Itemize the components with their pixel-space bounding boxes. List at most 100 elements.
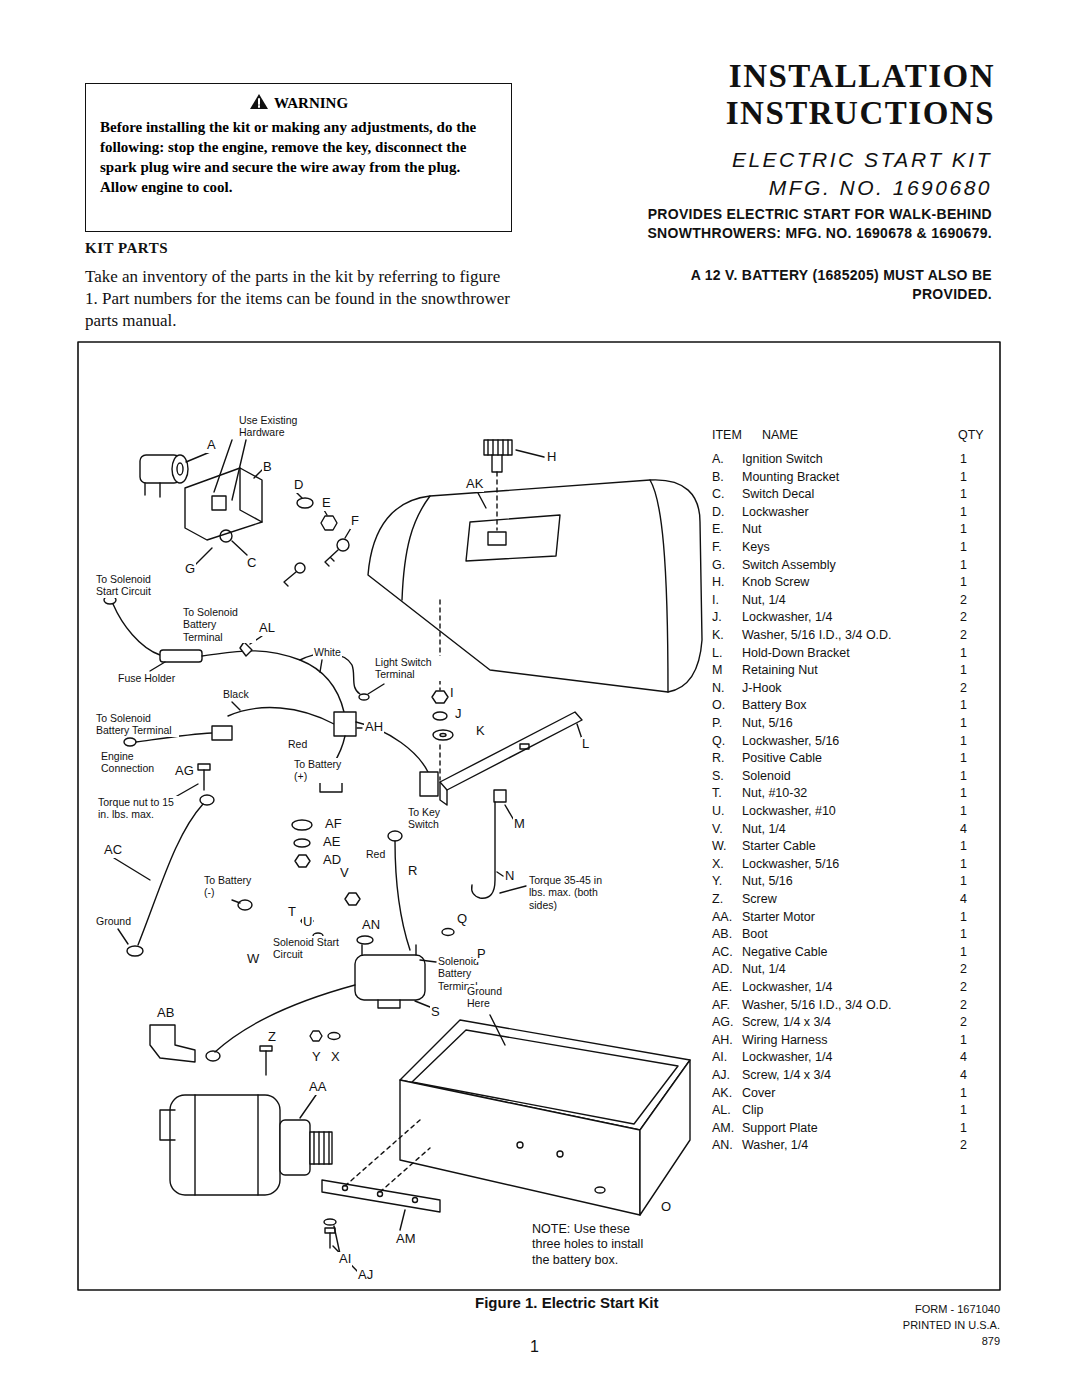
table-cell: L. bbox=[712, 646, 722, 660]
callout-letter: D bbox=[293, 478, 304, 493]
table-cell: 1 bbox=[960, 910, 967, 924]
table-cell: X. bbox=[712, 857, 724, 871]
table-cell: Lockwasher, 1/4 bbox=[742, 610, 832, 624]
callout-letter: K bbox=[475, 724, 486, 739]
callout-note: To Solenoid Battery Terminal bbox=[182, 606, 256, 643]
table-cell: Ignition Switch bbox=[742, 452, 823, 466]
table-cell: Wiring Harness bbox=[742, 1033, 827, 1047]
print-note: PRINTED IN U.S.A. bbox=[903, 1319, 1000, 1332]
table-cell: AC. bbox=[712, 945, 733, 959]
table-cell: AI. bbox=[712, 1050, 727, 1064]
table-cell: Switch Decal bbox=[742, 487, 814, 501]
table-cell: Lockwasher, #10 bbox=[742, 804, 836, 818]
table-cell: AA. bbox=[712, 910, 732, 924]
callout-letter: U bbox=[302, 915, 313, 930]
print-code: 879 bbox=[982, 1335, 1000, 1348]
table-cell: Lockwasher, 1/4 bbox=[742, 980, 832, 994]
callout-letter: Z bbox=[267, 1030, 277, 1045]
callout-note: Use Existing Hardware bbox=[238, 414, 310, 439]
table-cell: S. bbox=[712, 769, 724, 783]
table-cell: Nut, 5/16 bbox=[742, 716, 793, 730]
table-cell: 1 bbox=[960, 751, 967, 765]
table-cell: H. bbox=[712, 575, 725, 589]
table-cell: AJ. bbox=[712, 1068, 730, 1082]
table-cell: 1 bbox=[960, 927, 967, 941]
callout-note: Ground bbox=[95, 915, 132, 927]
callout-letter: AA bbox=[308, 1080, 327, 1095]
table-cell: Knob Screw bbox=[742, 575, 809, 589]
kit-number: MFG. NO. 1690680 bbox=[769, 176, 992, 200]
table-cell: 1 bbox=[960, 646, 967, 660]
table-cell: N. bbox=[712, 681, 725, 695]
callout-letter: O bbox=[660, 1200, 672, 1215]
battery-note: A 12 V. BATTERY (1685205) MUST ALSO BE P… bbox=[662, 266, 992, 304]
callout-note: To Solenoid Start Circuit bbox=[95, 573, 167, 598]
table-cell: AF. bbox=[712, 998, 730, 1012]
callout-letter: AF bbox=[324, 817, 343, 832]
table-cell: 1 bbox=[960, 1086, 967, 1100]
table-cell: C. bbox=[712, 487, 725, 501]
table-cell: K. bbox=[712, 628, 724, 642]
table-cell: 1 bbox=[960, 698, 967, 712]
callout-letter: G bbox=[184, 562, 196, 577]
table-cell: 1 bbox=[960, 716, 967, 730]
callout-letter: F bbox=[350, 514, 360, 529]
table-cell: AM. bbox=[712, 1121, 734, 1135]
callout-letter: AJ bbox=[357, 1268, 374, 1283]
table-cell: Mounting Bracket bbox=[742, 470, 839, 484]
callout-letter: M bbox=[513, 817, 526, 832]
table-cell: 1 bbox=[960, 663, 967, 677]
table-cell: 2 bbox=[960, 980, 967, 994]
callout-letter: AB bbox=[156, 1006, 175, 1021]
callout-letter: X bbox=[330, 1050, 341, 1065]
table-cell: 1 bbox=[960, 452, 967, 466]
callout-note: To Key Switch bbox=[407, 806, 459, 831]
figure-caption: Figure 1. Electric Start Kit bbox=[475, 1294, 658, 1311]
table-cell: 1 bbox=[960, 874, 967, 888]
table-cell: 1 bbox=[960, 470, 967, 484]
table-cell: Q. bbox=[712, 734, 725, 748]
table-cell: Nut, 5/16 bbox=[742, 874, 793, 888]
table-cell: 2 bbox=[960, 610, 967, 624]
callout-note: Solenoid Start Circuit bbox=[272, 936, 354, 961]
callout-note: To Battery (+) bbox=[293, 758, 353, 783]
page-title: INSTALLATION INSTRUCTIONS bbox=[585, 58, 995, 132]
table-cell: A. bbox=[712, 452, 724, 466]
table-cell: 1 bbox=[960, 505, 967, 519]
table-cell: Screw, 1/4 x 3/4 bbox=[742, 1068, 831, 1082]
callout-letter: W bbox=[246, 952, 260, 967]
callout-letter: R bbox=[407, 864, 418, 879]
table-cell: Cover bbox=[742, 1086, 775, 1100]
table-cell: 4 bbox=[960, 822, 967, 836]
table-cell: AE. bbox=[712, 980, 732, 994]
callout-letter: AL bbox=[258, 621, 276, 636]
table-cell: 2 bbox=[960, 593, 967, 607]
table-cell: AL. bbox=[712, 1103, 731, 1117]
callout-note: Ground Here bbox=[466, 985, 518, 1010]
table-cell: 2 bbox=[960, 628, 967, 642]
callout-note: Engine Connection bbox=[100, 750, 172, 775]
callout-letter: AN bbox=[361, 918, 381, 933]
callout-letter: B bbox=[262, 460, 273, 475]
table-cell: 1 bbox=[960, 540, 967, 554]
table-cell: Starter Motor bbox=[742, 910, 815, 924]
table-cell: B. bbox=[712, 470, 724, 484]
callout-note: Red bbox=[287, 738, 308, 750]
table-cell: 1 bbox=[960, 786, 967, 800]
callout-letter: AH bbox=[364, 720, 384, 735]
table-cell: Positive Cable bbox=[742, 751, 822, 765]
table-cell: 4 bbox=[960, 892, 967, 906]
callout-note: Red bbox=[365, 848, 386, 860]
table-header: QTY bbox=[958, 428, 984, 442]
kit-name: ELECTRIC START KIT bbox=[732, 148, 992, 172]
table-cell: V. bbox=[712, 822, 723, 836]
table-cell: 1 bbox=[960, 839, 967, 853]
table-cell: 1 bbox=[960, 769, 967, 783]
table-cell: 2 bbox=[960, 1138, 967, 1152]
table-cell: U. bbox=[712, 804, 725, 818]
table-cell: 1 bbox=[960, 1033, 967, 1047]
callout-note: Black bbox=[222, 688, 250, 700]
table-cell: 2 bbox=[960, 1015, 967, 1029]
table-cell: Starter Cable bbox=[742, 839, 816, 853]
table-cell: Y. bbox=[712, 874, 722, 888]
